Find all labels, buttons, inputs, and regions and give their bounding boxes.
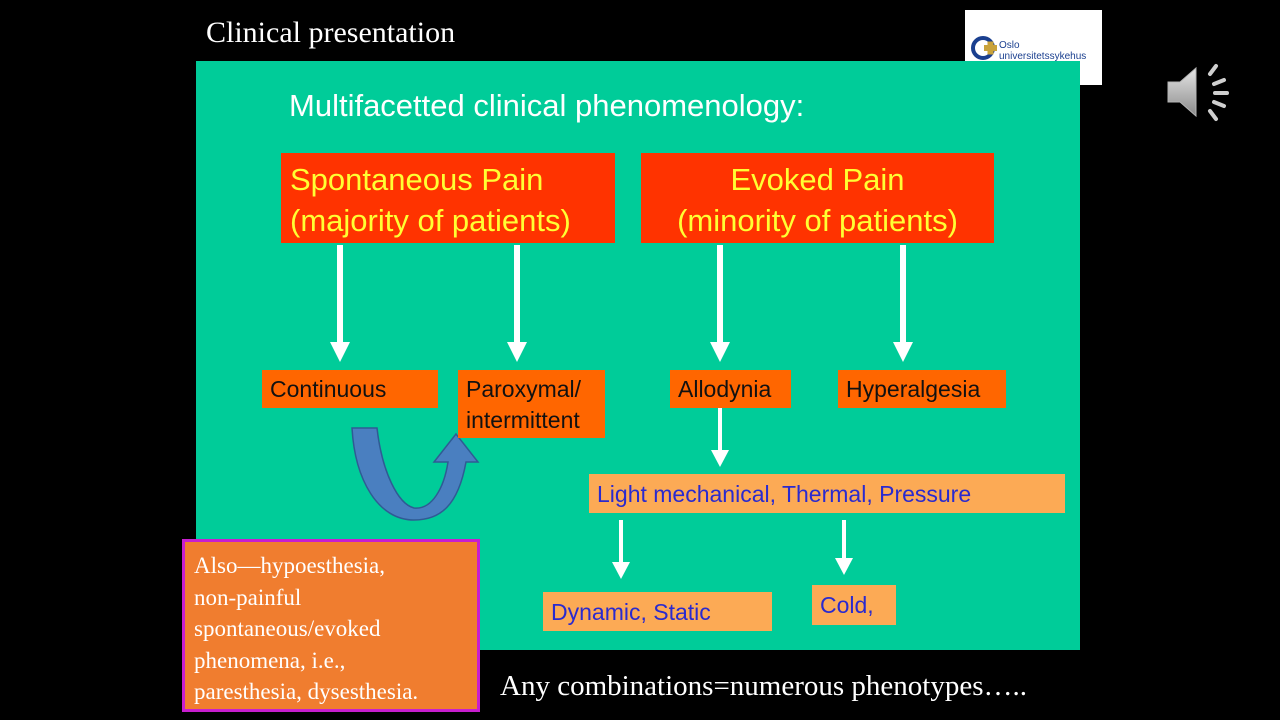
arrow-stimuli-cold bbox=[835, 520, 853, 575]
continuous-box: Continuous bbox=[262, 370, 438, 408]
dynamic-static-box: Dynamic, Static bbox=[543, 592, 772, 631]
logo-line-1: Oslo bbox=[999, 40, 1020, 51]
arrow-allodynia-stimuli bbox=[711, 408, 729, 467]
cold-box: Cold, bbox=[812, 585, 896, 625]
allodynia-box: Allodynia bbox=[670, 370, 791, 408]
hyperalgesia-box: Hyperalgesia bbox=[838, 370, 1006, 408]
hospital-logo-icon bbox=[971, 36, 997, 60]
stimuli-box: Light mechanical, Thermal, Pressure bbox=[589, 474, 1065, 513]
spontaneous-line-2: (majority of patients) bbox=[290, 203, 571, 238]
spontaneous-line-1: Spontaneous Pain bbox=[290, 162, 544, 197]
spontaneous-pain-box: Spontaneous Pain (majority of patients) bbox=[281, 153, 615, 243]
note-line-3: spontaneous/evoked bbox=[194, 616, 381, 641]
evoked-line-2: (minority of patients) bbox=[677, 203, 958, 238]
note-line-4: phenomena, i.e., bbox=[194, 647, 346, 673]
note-line-2: non-painful bbox=[194, 584, 302, 610]
note-line-5: paresthesia, dysesthesia. bbox=[194, 679, 419, 704]
speaker-icon[interactable] bbox=[1160, 58, 1234, 126]
evoked-pain-box: Evoked Pain (minority of patients) bbox=[641, 153, 994, 243]
slide-title: Clinical presentation bbox=[206, 16, 456, 49]
arrow-spontaneous-continuous bbox=[330, 245, 350, 362]
paroxymal-box: Paroxymal/ intermittent bbox=[458, 370, 605, 438]
curved-arrow bbox=[351, 427, 480, 521]
arrow-stimuli-dynamic bbox=[612, 520, 630, 579]
logo-text: Oslo universitetssykehus bbox=[999, 40, 1086, 62]
also-note-box: Also—hypoesthesia, non-painful spontaneo… bbox=[182, 539, 480, 712]
note-line-1: Also—hypoesthesia, bbox=[194, 553, 386, 578]
footer-text: Any combinations=numerous phenotypes….. bbox=[500, 670, 1028, 702]
evoked-line-1: Evoked Pain bbox=[730, 162, 905, 197]
logo-line-2: universitetssykehus bbox=[999, 51, 1087, 62]
paroxymal-line-1: Paroxymal/ bbox=[466, 376, 582, 402]
arrow-evoked-allodynia bbox=[710, 245, 730, 362]
arrow-evoked-hyperalgesia bbox=[893, 245, 913, 362]
paroxymal-line-2: intermittent bbox=[466, 407, 580, 433]
diagram-heading: Multifacetted clinical phenomenology: bbox=[289, 88, 805, 123]
arrow-spontaneous-paroxymal bbox=[507, 245, 527, 362]
